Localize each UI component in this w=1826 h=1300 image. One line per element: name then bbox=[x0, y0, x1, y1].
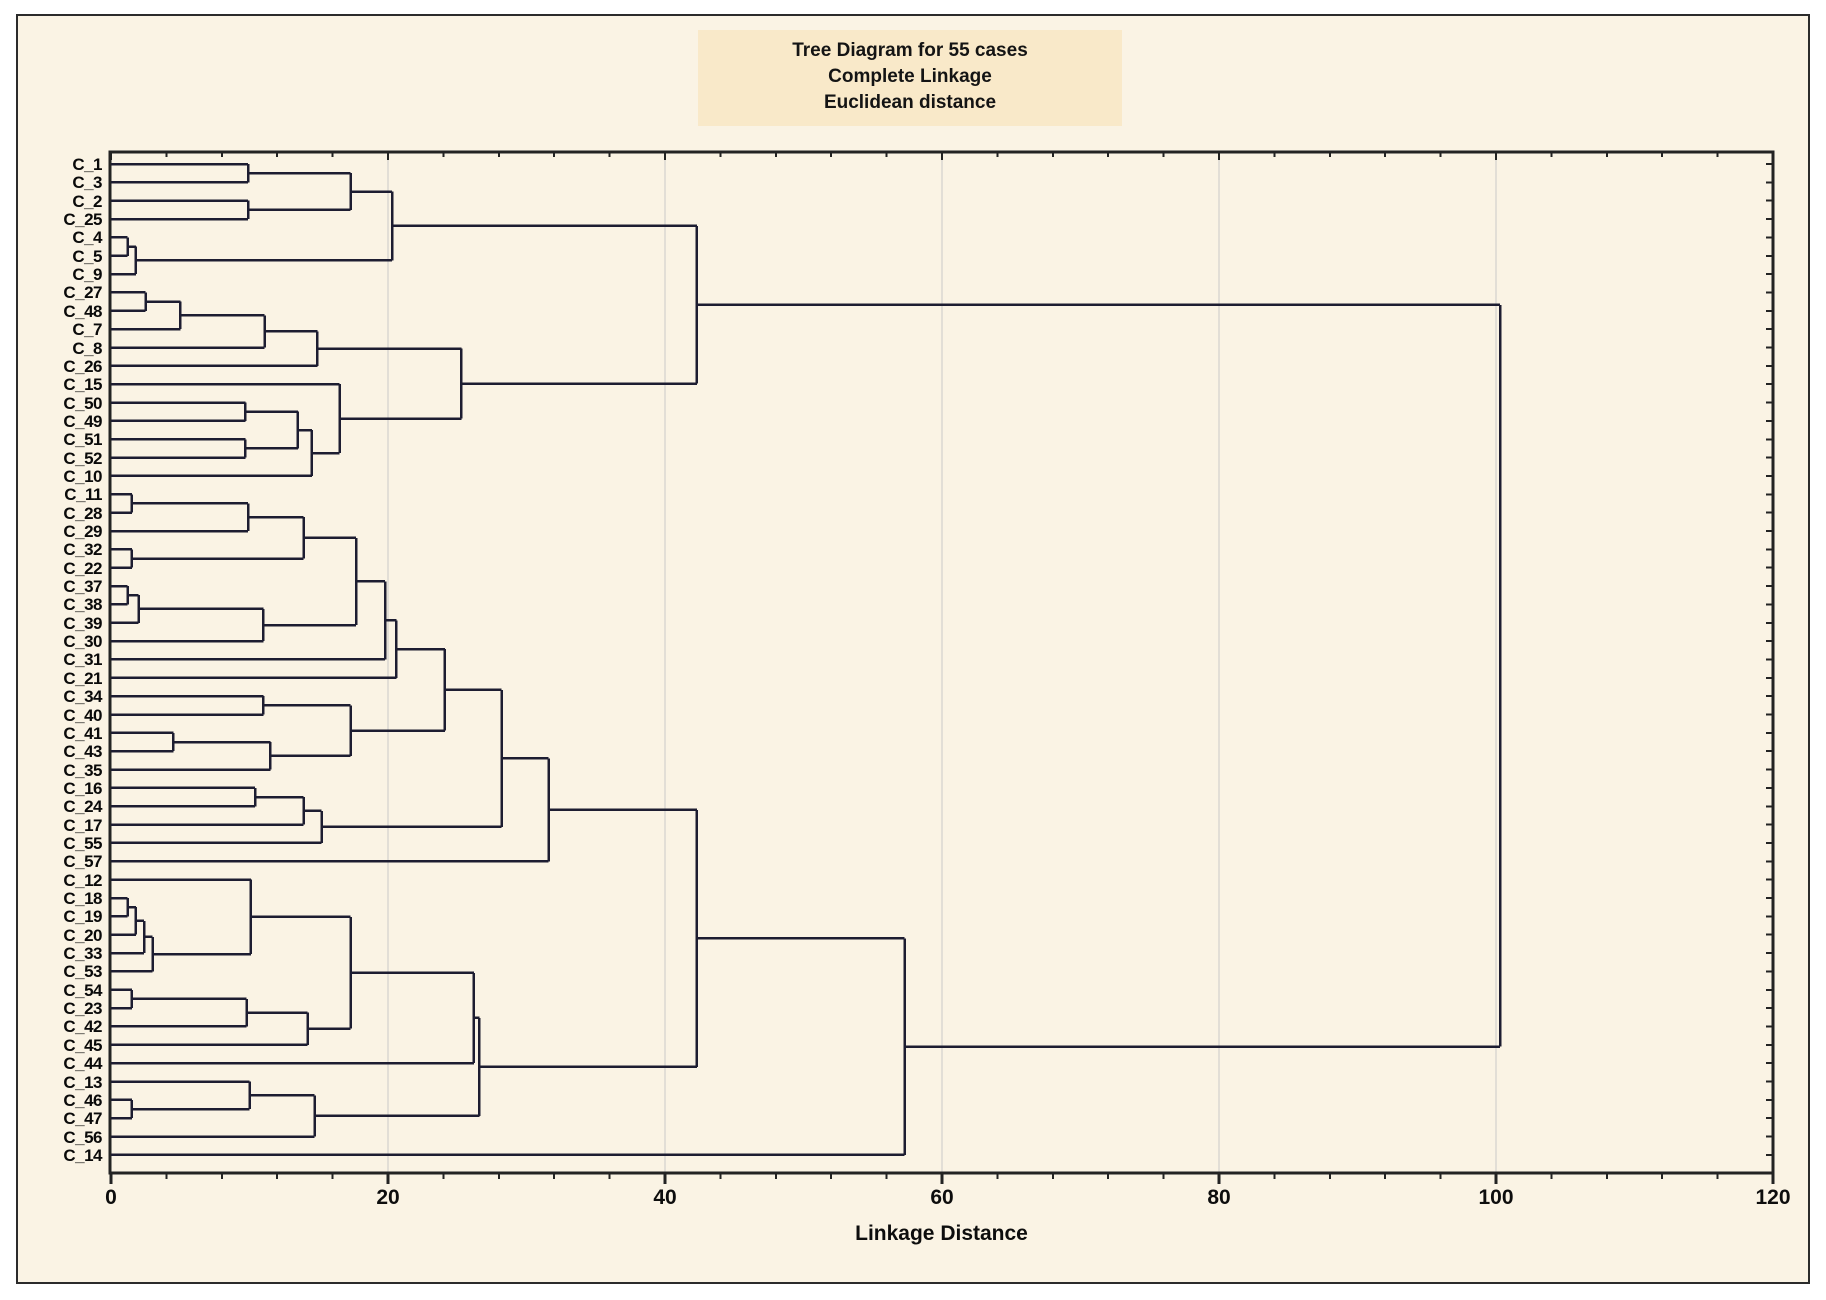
case-label-C_23: C_23 bbox=[63, 999, 102, 1019]
case-label-C_7: C_7 bbox=[72, 320, 102, 340]
case-label-C_33: C_33 bbox=[63, 944, 102, 964]
case-label-C_48: C_48 bbox=[63, 301, 102, 321]
case-label-C_8: C_8 bbox=[72, 338, 102, 358]
case-label-C_29: C_29 bbox=[63, 522, 102, 541]
case-label-C_47: C_47 bbox=[63, 1109, 102, 1129]
case-label-C_40: C_40 bbox=[63, 705, 102, 725]
case-label-C_27: C_27 bbox=[63, 283, 102, 303]
case-label-C_16: C_16 bbox=[63, 778, 102, 798]
case-label-C_21: C_21 bbox=[63, 668, 102, 688]
case-label-C_43: C_43 bbox=[63, 742, 102, 762]
case-label-C_1: C_1 bbox=[72, 155, 102, 174]
case-label-C_2: C_2 bbox=[72, 191, 102, 211]
case-label-C_22: C_22 bbox=[63, 558, 102, 578]
case-label-C_25: C_25 bbox=[63, 210, 102, 230]
case-label-C_53: C_53 bbox=[63, 962, 102, 982]
case-label-C_55: C_55 bbox=[63, 833, 102, 853]
case-label-C_32: C_32 bbox=[63, 540, 102, 560]
x-tick-label-100: 100 bbox=[1478, 1186, 1514, 1209]
case-label-C_18: C_18 bbox=[63, 889, 102, 908]
case-label-C_13: C_13 bbox=[63, 1072, 102, 1092]
case-label-C_19: C_19 bbox=[63, 907, 102, 927]
x-axis-title: Linkage Distance bbox=[855, 1222, 1028, 1245]
case-label-C_56: C_56 bbox=[63, 1127, 102, 1147]
case-label-C_10: C_10 bbox=[63, 466, 102, 486]
case-label-C_15: C_15 bbox=[63, 375, 102, 395]
case-label-C_37: C_37 bbox=[63, 577, 102, 597]
x-tick-label-40: 40 bbox=[653, 1186, 677, 1209]
case-label-C_57: C_57 bbox=[63, 852, 102, 872]
case-label-C_3: C_3 bbox=[72, 173, 102, 193]
case-label-C_49: C_49 bbox=[63, 411, 102, 431]
case-label-C_31: C_31 bbox=[63, 650, 102, 670]
case-label-C_51: C_51 bbox=[63, 430, 102, 450]
x-tick-label-0: 0 bbox=[105, 1186, 117, 1209]
case-label-C_26: C_26 bbox=[63, 356, 102, 376]
case-label-C_28: C_28 bbox=[63, 503, 102, 523]
case-label-C_14: C_14 bbox=[63, 1145, 102, 1165]
x-tick-label-80: 80 bbox=[1207, 1186, 1231, 1209]
case-label-C_11: C_11 bbox=[64, 485, 102, 505]
chart-title-line-2: Complete Linkage bbox=[828, 66, 992, 87]
case-label-C_12: C_12 bbox=[63, 870, 102, 890]
case-label-C_17: C_17 bbox=[63, 815, 102, 835]
case-label-C_5: C_5 bbox=[72, 246, 102, 266]
case-label-C_44: C_44 bbox=[63, 1054, 102, 1074]
case-label-C_9: C_9 bbox=[72, 265, 102, 285]
case-label-C_46: C_46 bbox=[63, 1090, 102, 1110]
case-label-C_42: C_42 bbox=[63, 1017, 102, 1037]
chart-title-line-1: Tree Diagram for 55 cases bbox=[792, 40, 1028, 61]
case-label-C_39: C_39 bbox=[63, 613, 102, 633]
x-tick-label-60: 60 bbox=[930, 1186, 954, 1209]
chart-title: Tree Diagram for 55 cases Complete Linka… bbox=[698, 30, 1122, 126]
case-label-C_45: C_45 bbox=[63, 1035, 102, 1055]
case-label-C_50: C_50 bbox=[63, 393, 102, 413]
case-label-C_52: C_52 bbox=[63, 448, 102, 468]
case-label-C_34: C_34 bbox=[63, 687, 102, 707]
case-label-C_30: C_30 bbox=[63, 632, 102, 652]
figure-frame bbox=[16, 14, 1810, 1284]
case-label-C_38: C_38 bbox=[63, 595, 102, 615]
case-label-C_4: C_4 bbox=[72, 228, 102, 248]
x-tick-label-120: 120 bbox=[1755, 1186, 1791, 1209]
case-label-C_20: C_20 bbox=[63, 925, 102, 945]
case-label-C_41: C_41 bbox=[63, 723, 102, 743]
chart-title-line-3: Euclidean distance bbox=[823, 92, 997, 113]
case-label-C_35: C_35 bbox=[63, 760, 102, 780]
case-label-C_24: C_24 bbox=[63, 797, 102, 817]
case-label-C_54: C_54 bbox=[63, 980, 102, 1000]
x-tick-label-20: 20 bbox=[376, 1186, 400, 1209]
